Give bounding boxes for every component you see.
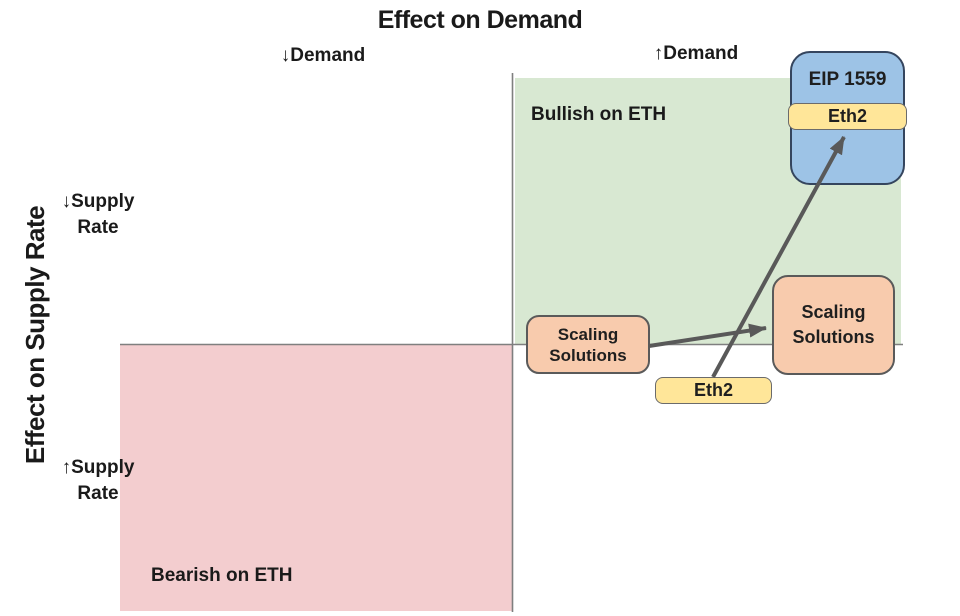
supply-up-line2: Rate: [77, 483, 119, 504]
node-eth2-inside-eip1559: Eth2: [788, 103, 907, 130]
node-eip1559-group: EIP 1559 Eth2: [788, 51, 907, 185]
node-eip1559-label: EIP 1559: [808, 69, 887, 90]
bearish-quadrant-label: Bearish on ETH: [151, 565, 293, 586]
node-eth2-inside-eip1559-label: Eth2: [827, 106, 867, 126]
node-eth2-label: Eth2: [693, 380, 733, 400]
demand-down-label: ↓Demand: [280, 45, 366, 66]
supply-down-label: ↓Supply Rate: [48, 189, 148, 241]
quadrant-bearish-area: [120, 345, 512, 611]
node-eth2: Eth2: [655, 377, 772, 404]
demand-up-label: ↑Demand: [653, 43, 739, 64]
node-scaling-solutions-mid-label: Scaling Solutions: [549, 324, 627, 365]
supply-down-line1: ↓Supply: [61, 191, 135, 212]
node-scaling-solutions-right: Scaling Solutions: [772, 275, 895, 375]
node-scaling-solutions-right-label: Scaling Solutions: [792, 302, 875, 347]
node-scaling-solutions-mid: Scaling Solutions: [526, 315, 650, 374]
supply-up-line1: ↑Supply: [61, 457, 135, 478]
supply-up-label: ↑Supply Rate: [48, 455, 148, 507]
bullish-quadrant-label: Bullish on ETH: [531, 104, 667, 125]
chart-title: Effect on Demand: [377, 6, 583, 34]
supply-down-line2: Rate: [77, 217, 119, 238]
